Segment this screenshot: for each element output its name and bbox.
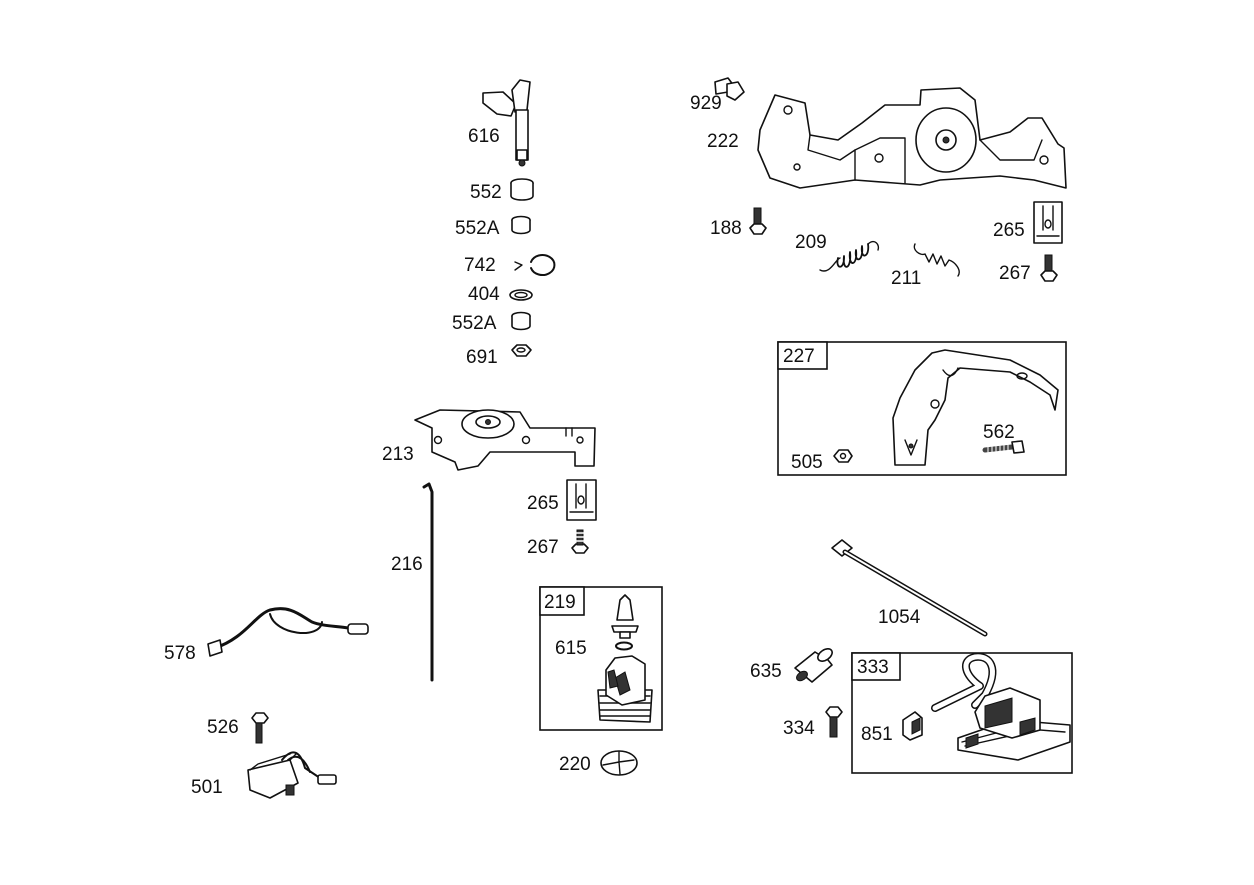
clip-851 [902,711,923,741]
link-rod-216 [422,482,434,682]
elbow-635 [794,648,833,683]
module-501 [247,751,337,799]
label-265-center: 265 [527,493,559,514]
label-222: 222 [707,131,739,152]
label-267-center: 267 [527,537,559,558]
label-851: 851 [861,724,893,745]
spring-209 [819,241,880,272]
kit-tag-333 [851,652,901,681]
label-691: 691 [466,347,498,368]
label-211: 211 [891,268,921,289]
governor-lever-213 [414,409,596,471]
clip-265-center [566,479,597,521]
ring-615 [615,641,633,651]
cable-tie-1054 [831,539,988,637]
label-505: 505 [791,452,823,473]
screw-334 [825,706,843,738]
control-bracket-222 [757,87,1067,189]
label-929: 929 [690,93,722,114]
label-552a-upper: 552A [455,218,500,239]
screw-267-right [1040,254,1058,282]
label-209: 209 [795,232,827,253]
washer-220 [600,750,638,776]
label-615: 615 [555,638,587,659]
bushing-552 [510,178,534,201]
screw-188 [749,207,767,235]
label-501: 501 [191,777,223,798]
label-552a-lower: 552A [452,313,497,334]
ignition-coil [931,652,1071,761]
bushing-552a-upper [511,215,531,235]
label-334: 334 [783,718,815,739]
label-526: 526 [207,717,239,738]
bolt-929 [714,77,745,101]
screw-267-center [571,529,589,554]
wire-578 [207,607,369,657]
throttle-lever [892,349,1059,466]
label-552: 552 [470,182,502,203]
nut-505 [833,449,853,463]
governor-gear [597,655,653,723]
label-216: 216 [391,554,423,575]
label-635: 635 [750,661,782,682]
bushing-552a-lower [511,311,531,331]
label-267-right: 267 [999,263,1031,284]
kit-tag-227 [777,341,828,370]
spring-211 [913,243,960,277]
e-clip-742 [514,254,556,276]
label-227: 227 [783,346,815,367]
label-220: 220 [559,754,591,775]
kit-box-219 [539,586,663,731]
kit-box-333 [851,652,1073,774]
clip-265-right [1033,201,1063,244]
nut-691 [511,344,532,357]
screw-526 [251,712,269,744]
label-742: 742 [464,255,496,276]
kit-tag-219 [539,586,585,616]
governor-shaft-616 [482,79,531,167]
governor-pin [611,594,639,639]
label-616: 616 [468,126,500,147]
label-265-right: 265 [993,220,1025,241]
washer-404 [509,289,533,301]
kit-box-227 [777,341,1067,476]
label-213: 213 [382,444,414,465]
label-188: 188 [710,218,742,239]
label-404: 404 [468,284,500,305]
label-1054: 1054 [878,607,921,628]
label-219: 219 [544,592,576,613]
screw-562 [982,440,1025,455]
label-578: 578 [164,643,196,664]
label-333: 333 [857,657,889,678]
label-562: 562 [983,422,1015,443]
